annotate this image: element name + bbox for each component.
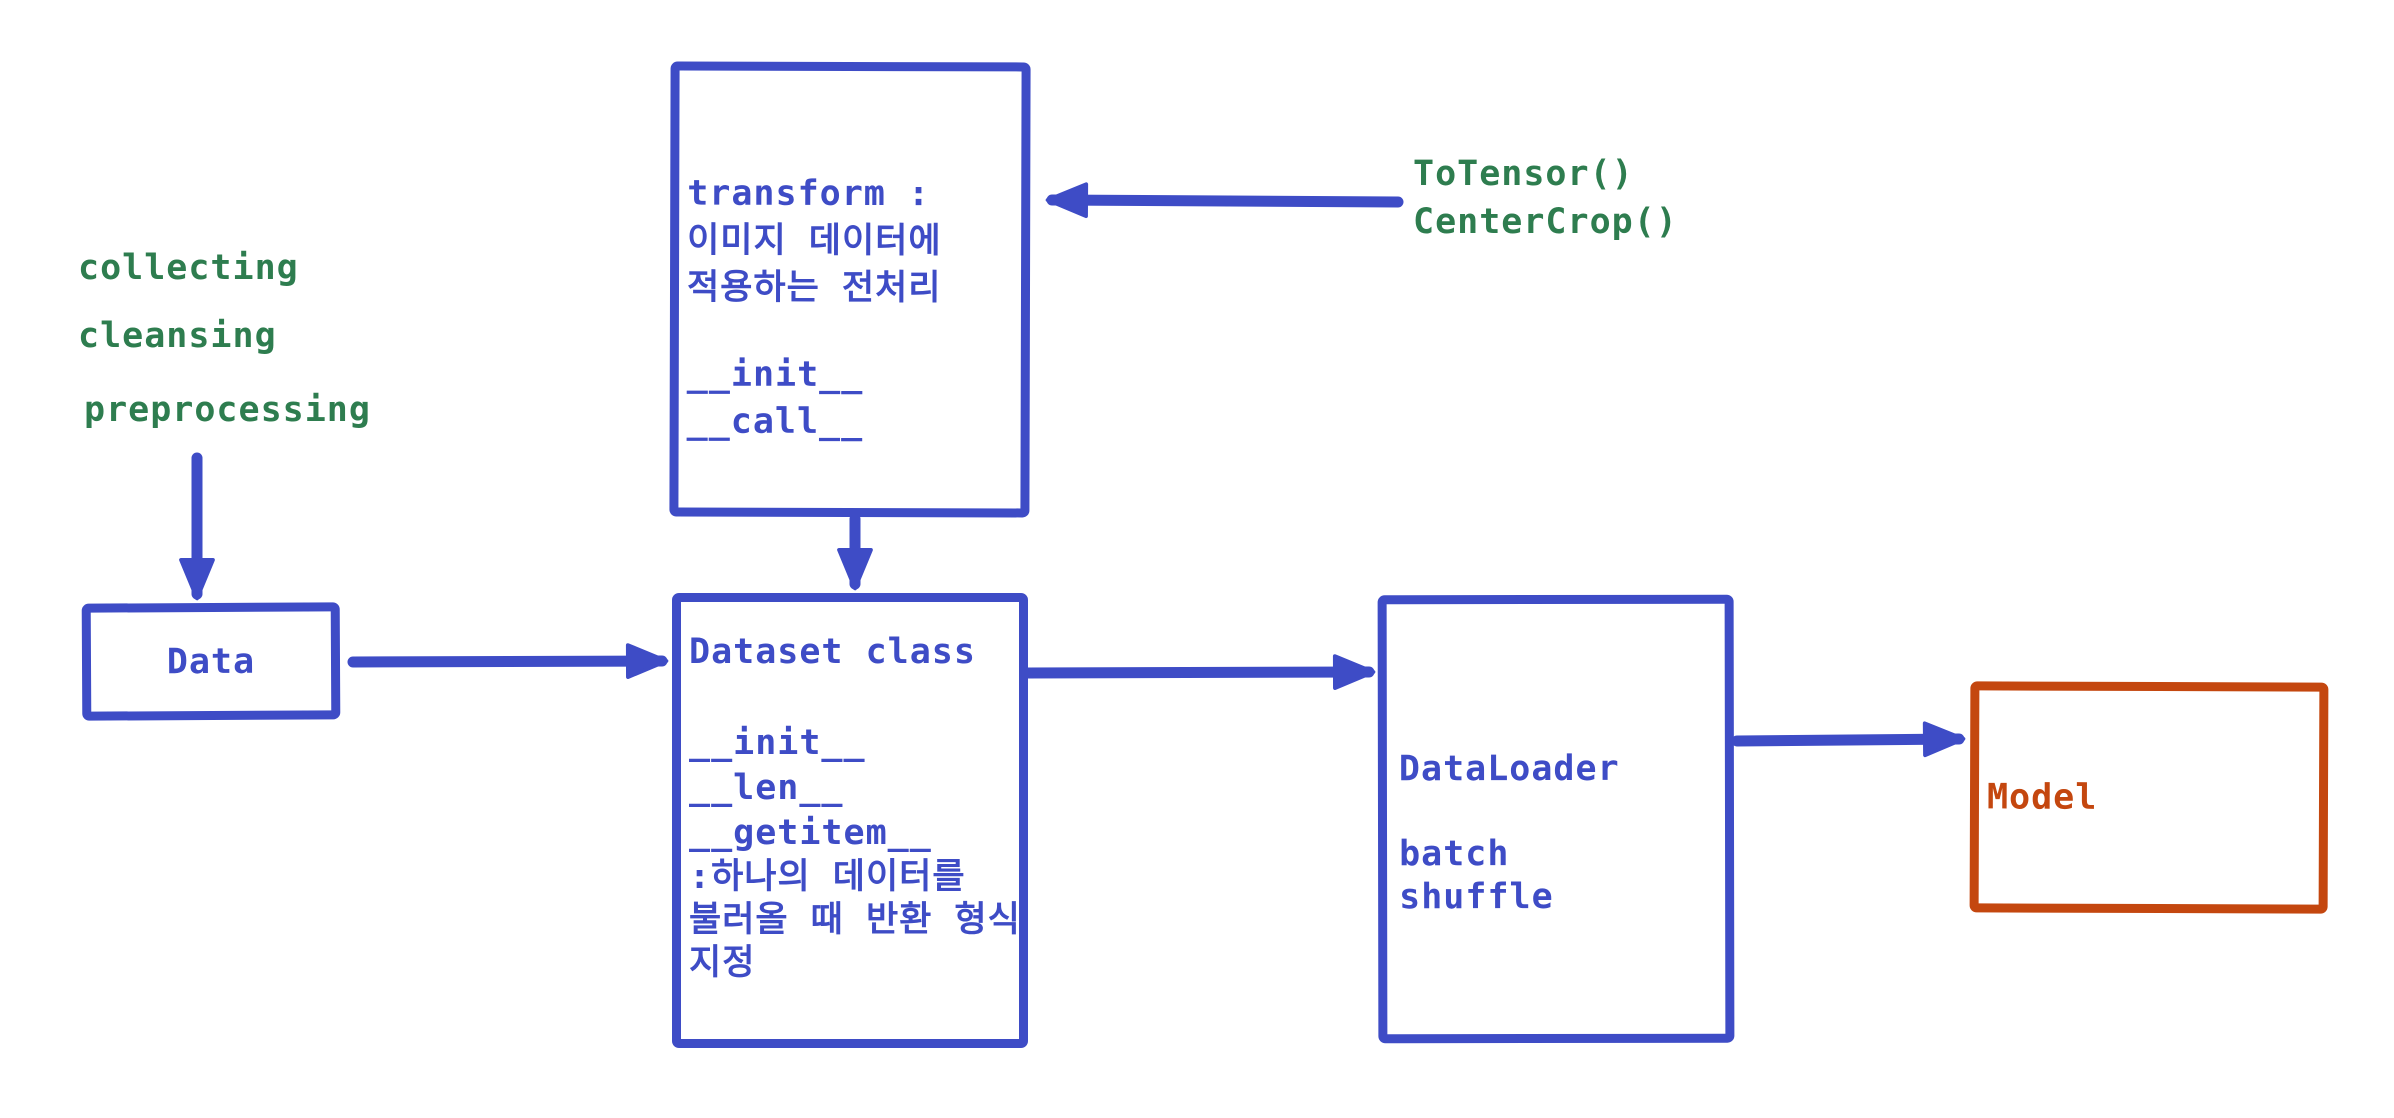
dataset-box-content: Dataset class __init__ __len__ __getitem…: [681, 602, 1021, 985]
pipeline-step-cleansing: cleansing: [78, 316, 277, 356]
dataset-method-getitem: __getitem__: [689, 813, 932, 853]
dataset-box-methods: __init__ __len__ __getitem__: [689, 721, 1015, 856]
dataset-note-line: :하나의 데이터를: [689, 857, 966, 897]
transform-box: transform : 이미지 데이터에 적용하는 전처리 __init__ _…: [669, 61, 1031, 518]
transform-box-methods: __init__ __call__: [687, 352, 1015, 447]
transform-method-init: __init__: [686, 354, 864, 396]
model-box-label: Model: [1986, 776, 2098, 818]
data-box-label: Data: [166, 641, 256, 682]
dataloader-option-batch: batch: [1399, 834, 1510, 875]
dataset-note-line: 불러올 때 반환 형식: [689, 900, 1021, 940]
transform-input-totensor: ToTensor(): [1413, 154, 1634, 194]
transform-box-content: transform : 이미지 데이터에 적용하는 전처리 __init__ _…: [679, 71, 1022, 447]
dataloader-option-shuffle: shuffle: [1399, 877, 1554, 918]
dataset-method-init: __init__: [689, 723, 866, 763]
dataloader-box: DataLoader batch shuffle: [1377, 594, 1735, 1044]
arrow-dataloader-to-model: [1731, 721, 1966, 758]
transform-input-centercrop: CenterCrop(): [1413, 202, 1678, 242]
transform-input-labels: ToTensor() CenterCrop(): [1413, 150, 1678, 246]
arrow-dataset-to-dataloader: [1022, 654, 1376, 690]
pipeline-step-preprocessing: preprocessing: [84, 390, 371, 430]
dataloader-box-title: DataLoader: [1398, 748, 1620, 790]
transform-box-desc-line: 적용하는 전처리: [686, 267, 942, 309]
dataset-box-title: Dataset class: [689, 632, 976, 672]
data-box: Data: [81, 602, 341, 721]
arrow-inputs-to-transform: [1045, 182, 1404, 219]
transform-method-call: __call__: [686, 401, 864, 443]
dataloader-box-content: DataLoader batch shuffle: [1387, 604, 1726, 920]
transform-box-title: transform :: [687, 173, 931, 215]
dataloader-box-options: batch shuffle: [1399, 833, 1721, 920]
dataset-note-line: 지정: [689, 943, 756, 983]
arrow-data-to-dataset: [347, 643, 669, 679]
dataset-box-note: :하나의 데이터를 불러올 때 반환 형식 지정: [689, 856, 1021, 985]
dataset-method-len: __len__: [689, 768, 844, 808]
model-box: Model: [1969, 681, 2329, 914]
pipeline-step-collecting: collecting: [78, 248, 299, 288]
dataset-box: Dataset class __init__ __len__ __getitem…: [672, 593, 1028, 1048]
transform-box-desc-line: 이미지 데이터에: [687, 220, 942, 262]
